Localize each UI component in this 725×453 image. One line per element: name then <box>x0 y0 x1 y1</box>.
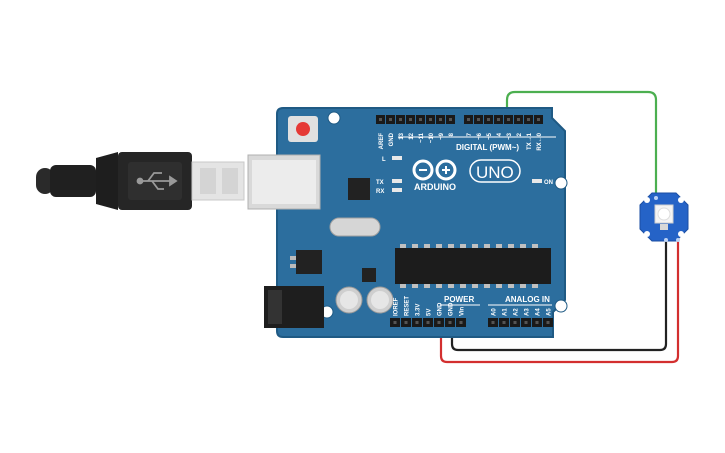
pin-label: AREF <box>379 133 385 150</box>
analog-header-label: ANALOG IN <box>505 295 550 304</box>
pin-label: 7 <box>467 132 473 136</box>
mounting-hole <box>554 299 568 313</box>
led-tx <box>392 179 402 183</box>
pin-hole <box>429 118 432 121</box>
led-rx <box>392 188 402 192</box>
pin-label: 5V <box>427 309 433 316</box>
on-label: ON <box>544 180 553 186</box>
led-tx-label: TX <box>376 180 384 186</box>
pin-hole <box>546 321 550 324</box>
pin-label: 3.3V <box>416 304 422 316</box>
arduino-uno-board[interactable]: L TX RX ON ARDUINO UNO DIGITAL (PWM~) PO… <box>247 107 568 338</box>
pin-label: 13 <box>399 132 405 139</box>
pin-label: A0 <box>492 308 498 316</box>
pin-label: A3 <box>525 308 531 316</box>
pin-hole <box>459 321 463 324</box>
pin-hole <box>513 321 517 324</box>
pin-label: ~11 <box>419 132 425 143</box>
pin-hole <box>437 321 441 324</box>
digital-pin-labels: AREF GND 13 12 ~11 ~10 ~9 8 7 ~6 ~5 4 ~3 2 TX→1 RX←0 <box>379 132 543 150</box>
pin-label: ~6 <box>477 132 483 140</box>
led-l-label: L <box>382 157 386 163</box>
pin-label: 2 <box>517 132 523 136</box>
pin-hole <box>527 118 530 121</box>
pin-hole <box>487 118 490 121</box>
pin-label: RX←0 <box>537 132 543 150</box>
pin-hole <box>497 118 500 121</box>
uno-badge <box>469 159 521 183</box>
wire-power[interactable] <box>439 240 680 364</box>
pin-hole <box>535 321 539 324</box>
pin-label: A1 <box>503 308 509 316</box>
pin-hole <box>524 321 528 324</box>
pin-hole <box>404 321 408 324</box>
reset-button-cap[interactable] <box>296 122 310 136</box>
pin-hole <box>426 321 430 324</box>
pin-label: 12 <box>409 132 415 139</box>
atmega-chip <box>395 248 551 284</box>
pin-hole <box>537 118 540 121</box>
pin-hole <box>389 118 392 121</box>
pin-label: ~5 <box>487 132 493 140</box>
mounting-hole <box>554 176 568 190</box>
pin-hole <box>419 118 422 121</box>
pin-label: Vin <box>460 306 466 316</box>
power-pin-labels: IOREF RESET 3.3V 5V GND GND Vin <box>394 296 466 316</box>
crystal-oscillator <box>329 217 381 237</box>
pin-hole <box>467 118 470 121</box>
pin-hole <box>439 118 442 121</box>
pin-label: A4 <box>536 308 542 316</box>
pin-label: GND <box>389 132 395 146</box>
pin-hole <box>399 118 402 121</box>
pin-hole <box>393 321 397 324</box>
rgb-led-lens <box>657 207 671 221</box>
pin-hole <box>491 321 495 324</box>
usb-cable[interactable] <box>36 152 245 210</box>
pin-hole <box>502 321 506 324</box>
pin-hole <box>415 321 419 324</box>
digital-header[interactable] <box>376 115 543 124</box>
pin-label: 4 <box>497 132 503 136</box>
usb-cable-end <box>36 168 54 194</box>
power-header-label: POWER <box>444 295 474 304</box>
uno-model-text: UNO <box>476 163 514 182</box>
pin-label: A5 <box>547 308 553 316</box>
analog-pin-labels: A0 A1 A2 A3 A4 A5 <box>492 308 553 316</box>
pin-label: IOREF <box>394 297 400 316</box>
pin-label: TX→1 <box>527 132 533 150</box>
pin-hole <box>477 118 480 121</box>
wire-signal[interactable] <box>505 90 658 198</box>
mounting-hole <box>327 111 341 125</box>
wire-ground[interactable] <box>450 240 668 352</box>
arduino-brand-text: ARDUINO <box>414 182 456 192</box>
pin-hole <box>507 118 510 121</box>
pin-label: ~3 <box>507 132 513 140</box>
pin-label: GND <box>449 302 455 316</box>
arduino-logo-icon <box>412 159 457 181</box>
pin-hole <box>449 118 452 121</box>
led-rx-label: RX <box>376 189 384 195</box>
pin-label: GND <box>438 302 444 316</box>
power-header[interactable] <box>390 318 466 327</box>
usb-symbol-icon <box>136 172 178 190</box>
pin-label: RESET <box>405 296 411 316</box>
led-l <box>392 156 402 160</box>
usb-controller-chip <box>348 178 370 200</box>
pin-hole <box>448 321 452 324</box>
pin-hole <box>517 118 520 121</box>
voltage-regulator <box>296 250 322 274</box>
pin-label: ~10 <box>429 132 435 143</box>
analog-header[interactable] <box>488 318 553 327</box>
pin-hole <box>409 118 412 121</box>
rgb-led-module[interactable] <box>639 192 689 242</box>
pin-label: 8 <box>449 132 455 136</box>
pin-hole <box>379 118 382 121</box>
digital-header-label: DIGITAL (PWM~) <box>456 143 519 152</box>
small-ic <box>362 268 376 282</box>
led-on <box>532 179 542 183</box>
usb-strain-relief <box>50 165 96 197</box>
pin-label: A2 <box>514 308 520 316</box>
pin-label: ~9 <box>439 132 445 140</box>
